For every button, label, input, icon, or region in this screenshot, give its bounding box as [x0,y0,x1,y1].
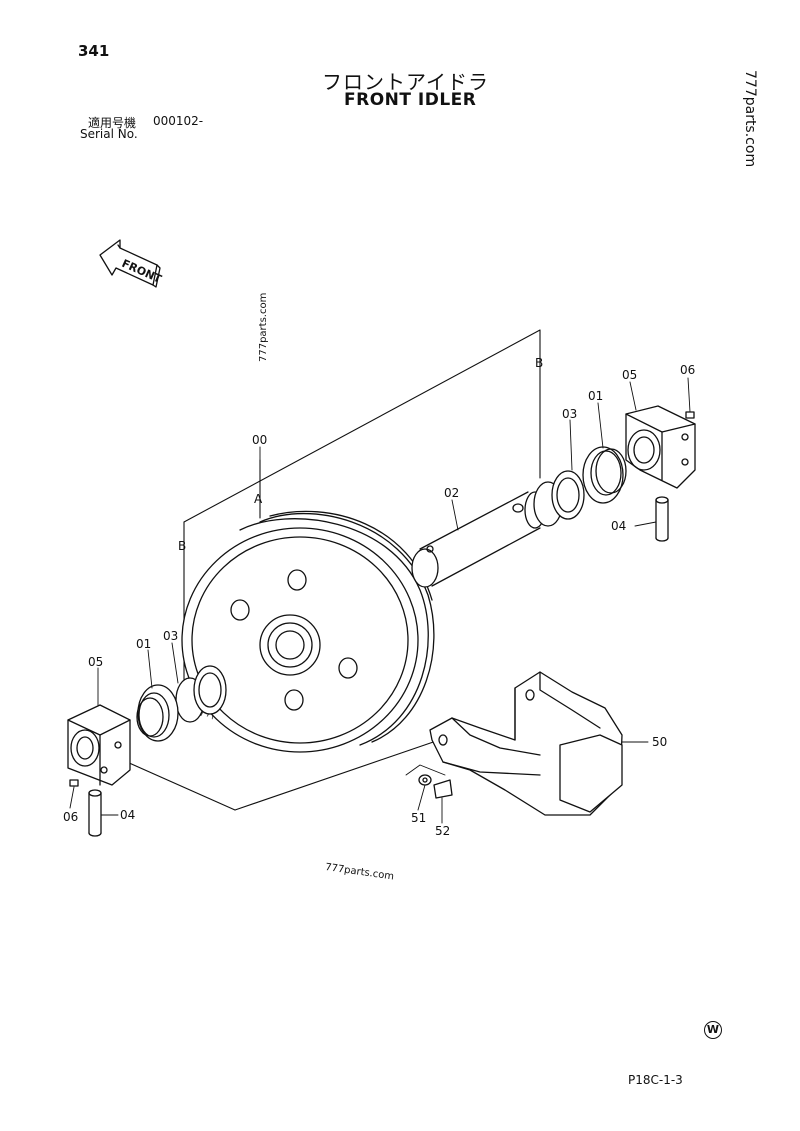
collar-left [175,665,227,723]
callout-ref-b-lower: B [178,539,186,553]
page-title-english: FRONT IDLER [344,90,477,110]
page-title-japanese: フロントアイドラ [322,70,489,94]
callout-collar-left: 03 [163,629,178,643]
w-mark-symbol: W [704,1021,722,1039]
callout-bracket-left: 05 [88,655,103,669]
bracket-right [625,405,696,489]
seal-left [136,684,179,742]
callout-bracket-right: 05 [622,368,637,382]
idler-yoke [429,671,623,816]
drawing-code: P18C-1-3 [628,1073,683,1087]
page-number: 341 [78,42,110,60]
callout-washer: 51 [411,811,426,825]
bolt-left [69,779,79,787]
serial-number-value: 000102- [153,114,204,128]
callout-collar-right: 03 [562,407,577,421]
collar-right [533,470,585,527]
bolt-right [685,411,695,419]
bracket-left [67,704,131,786]
washer-and-bolt [418,774,453,799]
callout-bolt-left: 06 [63,810,78,824]
front-arrow-icon: FRONT [99,239,164,288]
callout-yoke: 50 [652,735,667,749]
serial-label-english: Serial No. [80,127,138,141]
callout-pin-right: 04 [611,519,626,533]
callout-labels: 00 A B B 02 01 03 05 06 04 01 03 05 06 0… [63,356,695,838]
callout-pin-left: 04 [120,808,135,822]
callout-idler-wheel: 00 [252,433,267,447]
callout-seal-left: 01 [136,637,151,651]
callout-ref-a: A [254,492,263,506]
callout-bolt-right: 06 [680,363,695,377]
pin-left [88,789,102,837]
pin-right [655,496,669,542]
idler-wheel [181,510,435,753]
callout-bolt-yoke: 52 [435,824,450,838]
callout-seal-right: 01 [588,389,603,403]
callout-ref-b-upper: B [535,356,543,370]
seal-right [582,446,627,504]
leader-lines [69,377,691,824]
callout-shaft: 02 [444,486,459,500]
idler-shaft [411,491,546,588]
serial-label-japanese: 適用号機 [88,116,137,130]
